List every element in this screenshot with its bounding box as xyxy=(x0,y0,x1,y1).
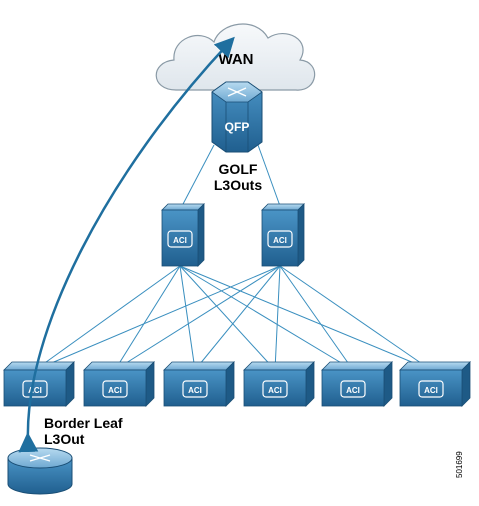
border-leaf-label-line1: Border Leaf xyxy=(44,415,123,431)
fabric-link xyxy=(179,265,276,371)
traffic-path-arrow xyxy=(18,36,235,453)
fabric-link xyxy=(179,265,196,371)
qfp-router: QFP xyxy=(211,81,263,153)
fabric-link xyxy=(274,265,281,371)
leaf-switches: ACI ACI ACI ACI ACI ACI xyxy=(3,361,471,407)
fabric-link xyxy=(114,265,181,371)
leaf-switch: ACI xyxy=(163,361,235,407)
external-router-arrows-icon xyxy=(29,454,51,462)
aci-label: ACI xyxy=(346,386,360,395)
external-router xyxy=(7,447,73,495)
spine-switch: ACI xyxy=(261,203,305,267)
leaf-switch: ACI xyxy=(83,361,155,407)
wan-label: WAN xyxy=(219,51,254,68)
aci-icon: ACI xyxy=(262,380,288,398)
aci-label: ACI xyxy=(188,386,202,395)
golf-label-line1: GOLF xyxy=(219,161,258,177)
leaf-switch: ACI xyxy=(399,361,471,407)
border-leaf-label-line2: L3Out xyxy=(44,431,85,447)
wan-cloud: WAN xyxy=(155,23,316,91)
fabric-link xyxy=(179,265,432,371)
fabric-link xyxy=(279,265,432,371)
fabric-links xyxy=(34,265,432,371)
fabric-link xyxy=(279,265,354,371)
leaf-switch: ACI xyxy=(3,361,75,407)
aci-label: ACI xyxy=(268,386,282,395)
figure-id: 501699 xyxy=(455,451,464,478)
aci-label: ACI xyxy=(108,386,122,395)
aci-icon: ACI xyxy=(267,230,293,248)
spine-switches: ACI ACI xyxy=(161,203,305,267)
aci-icon: ACI xyxy=(418,380,444,398)
router-label: QFP xyxy=(225,120,250,134)
aci-label: ACI xyxy=(424,386,438,395)
fabric-link xyxy=(114,265,281,371)
leaf-switch: ACI xyxy=(321,361,393,407)
spine-switch: ACI xyxy=(161,203,205,267)
fabric-link xyxy=(179,265,354,371)
aci-label: ACI xyxy=(173,236,187,245)
aci-label: ACI xyxy=(273,236,287,245)
golf-label-line2: L3Outs xyxy=(214,177,262,193)
aci-icon: ACI xyxy=(340,380,366,398)
leaf-switch: ACI xyxy=(243,361,315,407)
